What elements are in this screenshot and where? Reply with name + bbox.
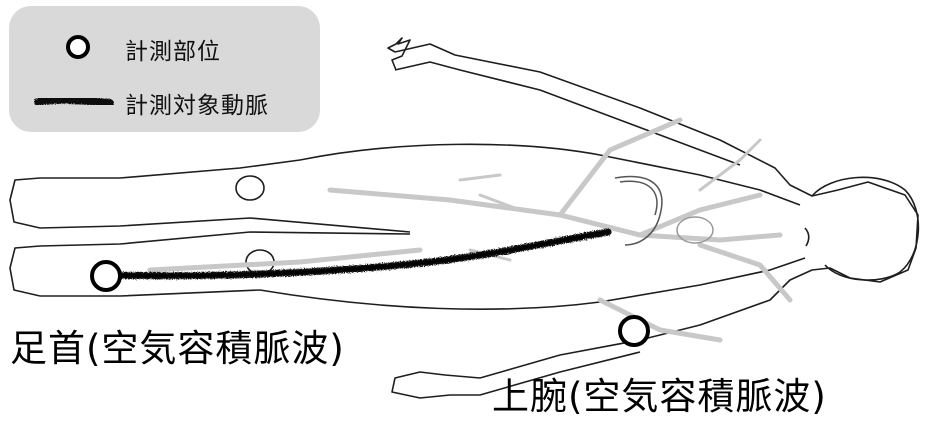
lower-foot-outline xyxy=(10,246,40,296)
legend-measurement-site-icon xyxy=(66,35,90,59)
vessel-tree xyxy=(150,120,790,340)
ankle-measurement-site xyxy=(92,262,120,290)
upper-foot-outline xyxy=(10,178,40,228)
upper-arm-measurement-site xyxy=(620,317,648,345)
lower-leg-outline xyxy=(40,232,410,246)
legend-measurement-site-label: 計測部位 xyxy=(125,32,221,66)
upper-hand-outline xyxy=(388,38,410,70)
upper-arm-site-label: 上腕(空気容積脈波) xyxy=(492,366,827,420)
upper-leg-outline xyxy=(40,160,300,178)
legend-target-artery-label: 計測対象動脈 xyxy=(125,86,269,120)
ankle-site-label: 足首(空気容積脈波) xyxy=(10,318,345,372)
legend-target-artery-icon xyxy=(34,86,114,116)
